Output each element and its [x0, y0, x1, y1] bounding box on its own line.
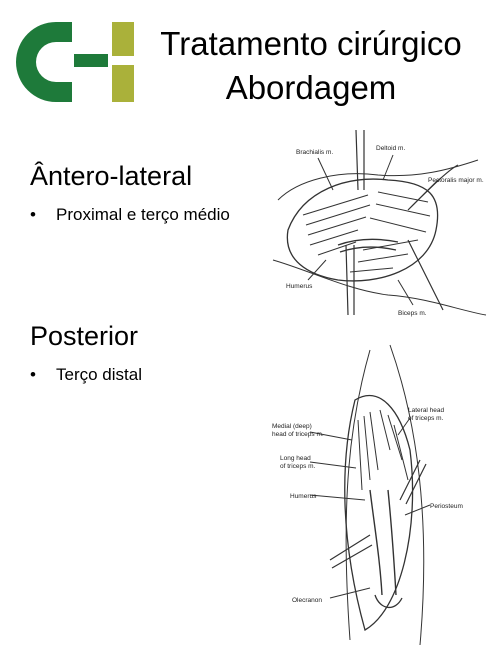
label-lateral-line1: Lateral head	[408, 407, 445, 414]
anterolateral-illustration: Brachialis m. Deltoid m. Pectoralis majo…	[272, 129, 487, 317]
bullet-text: Terço distal	[56, 365, 142, 384]
label-long-line2: of triceps m.	[280, 463, 316, 470]
posterior-illustration: Medial (deep) head of triceps m. Long he…	[272, 344, 463, 646]
label-medial-line1: Medial (deep)	[272, 423, 312, 430]
title-line-1: Tratamento cirúrgico	[160, 25, 462, 62]
label-deltoid: Deltoid m.	[376, 145, 405, 152]
logo-icon	[16, 22, 134, 102]
bullet-distal: • Terço distal	[30, 364, 142, 386]
label-brachialis: Brachialis m.	[296, 149, 333, 156]
label-lateral-line2: of triceps m.	[408, 415, 444, 422]
label-humerus-2: Humerus	[290, 493, 317, 500]
label-pectoralis: Pectoralis major m.	[428, 177, 484, 184]
label-long-line1: Long head	[280, 455, 311, 462]
heading-antero-lateral: Ântero-lateral	[30, 161, 193, 191]
label-humerus-1: Humerus	[286, 283, 313, 290]
title-line-2: Abordagem	[225, 69, 397, 106]
bullet-dot-icon: •	[30, 205, 36, 224]
slide-title: Tratamento cirúrgico Abordagem	[128, 22, 494, 110]
label-medial-line2: head of triceps m.	[272, 431, 324, 438]
label-periosteum: Periosteum	[430, 503, 463, 510]
bullet-text: Proximal e terço médio	[56, 205, 230, 224]
label-biceps: Biceps m.	[398, 310, 427, 317]
label-olecranon: Olecranon	[292, 597, 322, 604]
heading-posterior: Posterior	[30, 321, 139, 351]
bullet-proximal: • Proximal e terço médio	[30, 204, 230, 226]
bullet-dot-icon: •	[30, 365, 36, 384]
